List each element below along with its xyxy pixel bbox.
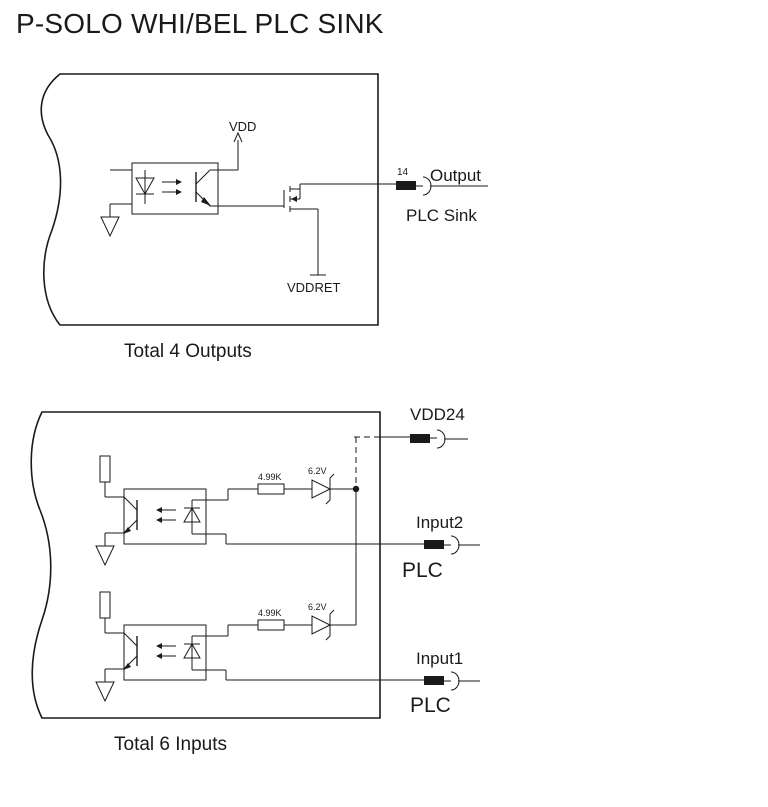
page-title: P-SOLO WHI/BEL PLC SINK	[16, 8, 384, 39]
ground-symbol	[95, 681, 115, 703]
input2-zener-label: 6.2V	[308, 466, 327, 476]
plc-sink-label: PLC Sink	[406, 206, 477, 225]
input1-plc-label: PLC	[410, 694, 451, 717]
input2-label: Input2	[416, 513, 463, 532]
pin-number: 14	[397, 167, 409, 178]
input-diagram: 4.99K 6.2V	[30, 405, 480, 719]
input1-optocoupler	[123, 624, 207, 681]
input2-optocoupler	[123, 488, 207, 545]
ground-symbol	[95, 545, 115, 567]
vdd-label: VDD	[229, 119, 256, 134]
outputs-caption: Total 4 Outputs	[124, 341, 252, 362]
output-connector	[396, 176, 488, 196]
input1-label: Input1	[416, 649, 463, 668]
vddret-label: VDDRET	[287, 280, 341, 295]
output-label: Output	[430, 166, 481, 185]
output-optocoupler	[131, 162, 219, 215]
output-enclosure	[40, 73, 379, 326]
input2-plc-label: PLC	[402, 559, 443, 582]
vdd-arrow-icon	[233, 131, 243, 143]
input1-channel: 4.99K 6.2V	[95, 591, 480, 703]
resistor-symbol	[99, 455, 111, 483]
vdd24-connector	[354, 429, 468, 449]
input1-resistor-label: 4.99K	[258, 608, 282, 618]
input2-channel: 4.99K 6.2V	[95, 455, 480, 567]
mosfet-symbol	[289, 184, 318, 212]
light-arrows-icon	[162, 179, 182, 195]
input2-resistor-label: 4.99K	[258, 472, 282, 482]
input-enclosure	[30, 411, 381, 719]
ground-symbol	[100, 204, 120, 238]
output-diagram: VDD VDDRET 14 Output PLC Sink	[40, 73, 488, 326]
input1-zener-label: 6.2V	[308, 602, 327, 612]
inputs-caption: Total 6 Inputs	[114, 734, 227, 755]
vdd24-label: VDD24	[410, 405, 465, 424]
resistor-symbol	[99, 591, 111, 619]
